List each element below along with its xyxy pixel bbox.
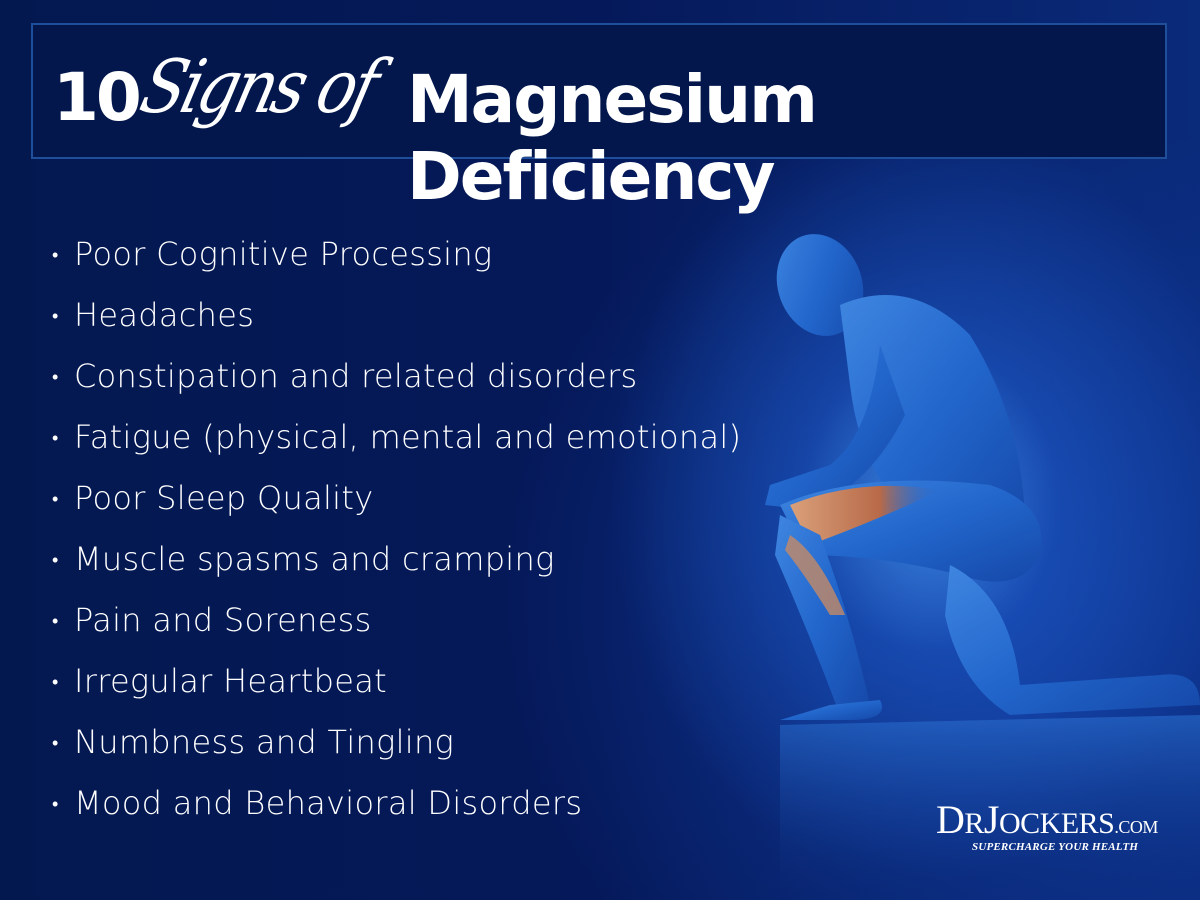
list-item: •Irregular Heartbeat xyxy=(52,655,741,716)
drjockers-logo: DRJOCKERS.COM SUPERCHARGE YOUR HEALTH xyxy=(936,797,1176,854)
list-item: •Headaches xyxy=(52,289,741,350)
title-script: Signs of xyxy=(132,45,384,131)
list-item: •Mood and Behavioral Disorders xyxy=(52,777,741,838)
kneeling-man-illustration-icon xyxy=(765,234,1200,900)
bullet-icon: • xyxy=(52,672,59,693)
logo-tagline: SUPERCHARGE YOUR HEALTH xyxy=(972,841,1139,853)
list-item: •Pain and Soreness xyxy=(52,594,741,655)
list-item: •Poor Cognitive Processing xyxy=(52,228,741,289)
title-number: 10 xyxy=(53,59,142,136)
bullet-icon: • xyxy=(52,733,59,754)
list-item: •Muscle spasms and cramping xyxy=(52,533,741,594)
bullet-icon: • xyxy=(52,306,59,327)
bullet-icon: • xyxy=(52,794,59,815)
list-item: •Numbness and Tingling xyxy=(52,716,741,777)
bullet-icon: • xyxy=(52,611,59,632)
list-item: •Constipation and related disorders xyxy=(52,350,741,411)
page-title: Magnesium Deficiency xyxy=(407,61,818,215)
signs-list: •Poor Cognitive Processing •Headaches •C… xyxy=(52,228,741,838)
bullet-icon: • xyxy=(52,245,59,266)
logo-wordmark: DRJOCKERS.COM xyxy=(936,797,1158,842)
bullet-icon: • xyxy=(52,428,59,449)
bullet-icon: • xyxy=(52,489,59,510)
list-item: •Fatigue (physical, mental and emotional… xyxy=(52,411,741,472)
title-banner: 10 Signs of Magnesium Deficiency xyxy=(31,23,1167,215)
bullet-icon: • xyxy=(52,550,59,571)
list-item: •Poor Sleep Quality xyxy=(52,472,741,533)
bullet-icon: • xyxy=(52,367,59,388)
